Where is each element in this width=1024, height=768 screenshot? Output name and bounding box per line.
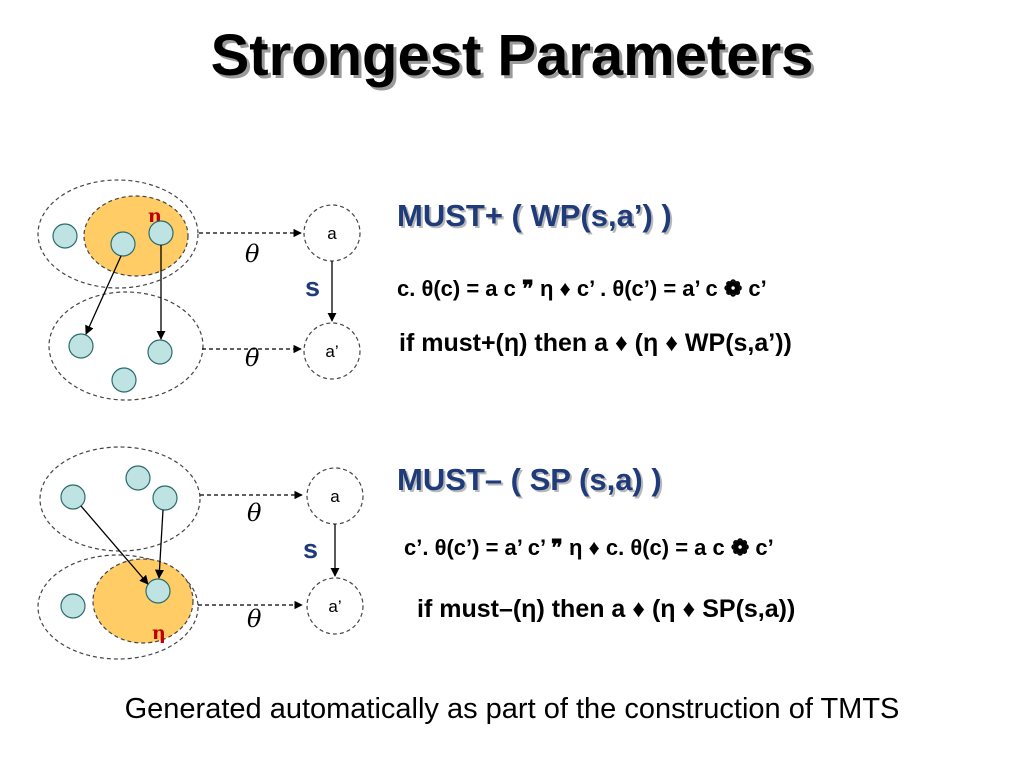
concrete-set-lower [48,291,204,401]
abstract-state-a-prime-label: a’ [328,597,341,616]
concrete-state-node [60,593,86,619]
concrete-state-node [68,333,94,359]
eta-label: η [152,622,166,644]
footer-caption: Generated automatically as part of the c… [124,693,900,725]
abstract-state-a-prime [303,322,361,380]
concrete-state-node [52,223,78,249]
transition-label-s: s [305,272,320,302]
must-minus-heading: MUST– ( SP (s,a) ) [397,462,662,497]
must-plus-heading: MUST+ ( WP(s,a’) ) [397,198,672,233]
theta-label: θ [247,605,262,633]
concrete-state-node [152,485,178,511]
must-plus-formula: c. θ(c) = a c ❞ η ♦ c’ . θ(c’) = a’ c ❁ … [397,276,767,301]
diagram-top: η θ θ a a’ s [37,179,361,401]
abstract-state-a-label: a [330,487,340,506]
abstract-state-a-prime [306,577,364,635]
concrete-set-upper [39,446,201,552]
must-plus-rule: if must+(η) then a ♦ (η ♦ WP(s,a’)) [399,329,792,357]
concrete-state-node [111,367,137,393]
must-minus-rule: if must–(η) then a ♦ (η ♦ SP(s,a)) [417,595,796,623]
concrete-transition-arrow [80,505,149,585]
theta-label: θ [245,344,260,372]
theta-label: θ [247,499,262,527]
concrete-state-node [60,484,86,510]
concrete-state-node [147,339,173,365]
concrete-transition-arrow [85,255,122,335]
theta-label: θ [245,240,260,268]
diagram-bottom: η θ θ a a’ s [37,446,364,660]
concrete-state-node [125,465,151,491]
concrete-state-node [145,578,171,604]
concrete-set-lower [37,554,199,660]
slide-title: Strongest Parameters [210,23,814,88]
transition-label-s: s [303,534,318,564]
concrete-state-node [148,220,174,246]
must-minus-formula: c’. θ(c’) = a’ c’ ❞ η ♦ c. θ(c) = a c ❁ … [404,535,774,560]
abstract-state-a-label: a [327,224,337,243]
concrete-state-node [110,231,136,257]
eta-region [83,195,189,277]
eta-region [92,558,194,644]
abstract-state-a-prime-label: a’ [325,342,338,361]
concrete-transition-arrow [154,509,165,579]
concrete-set-upper [37,179,199,289]
